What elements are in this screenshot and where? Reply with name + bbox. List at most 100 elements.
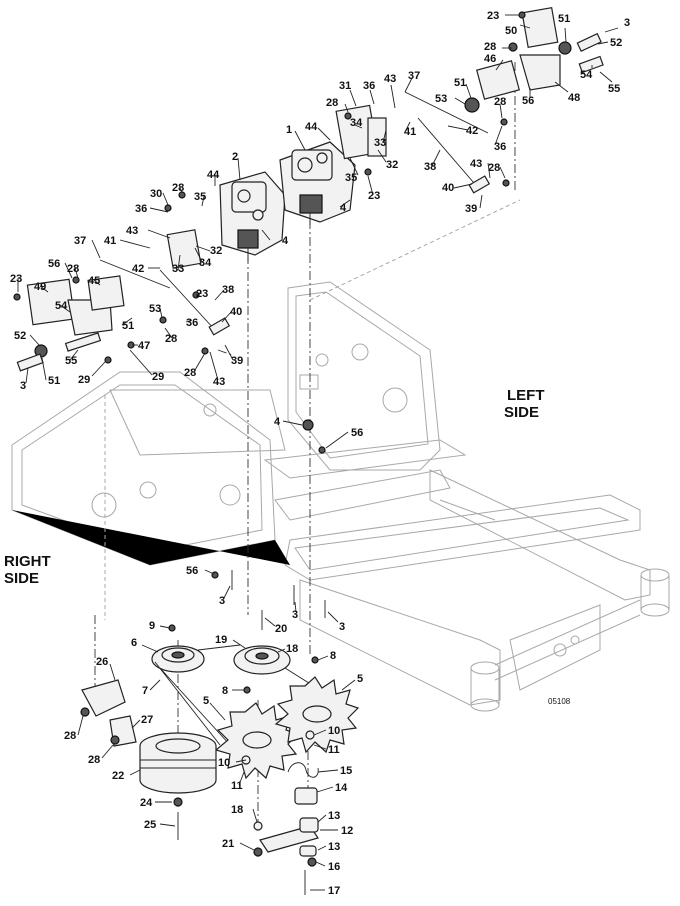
callout-number: 19: [215, 634, 227, 646]
callout-number: 34: [350, 117, 363, 129]
callout-number: 5: [203, 695, 209, 707]
callout-number: 9: [149, 620, 155, 632]
callout-number: 43: [384, 73, 396, 85]
callout-number: 27: [141, 714, 153, 726]
callout-number: 25: [144, 819, 156, 831]
callout-number: 4: [340, 202, 347, 214]
callout-number: 55: [65, 355, 77, 367]
callout-number: 35: [345, 172, 357, 184]
callout-number: 28: [488, 162, 500, 174]
callout-number: 28: [88, 754, 100, 766]
figure-number: 05108: [548, 697, 571, 706]
callout-number: 15: [340, 765, 352, 777]
callout-number: 1: [286, 124, 292, 136]
callout-number: 8: [222, 685, 228, 697]
leader-lines: [17, 14, 619, 891]
callout-number: 28: [67, 263, 79, 275]
callout-number: 3: [20, 380, 26, 392]
callout-number: 20: [275, 623, 287, 635]
callout-number: 45: [88, 275, 100, 287]
callout-number: 28: [172, 182, 184, 194]
callout-number: 3: [624, 17, 630, 29]
callout-number: 52: [610, 37, 622, 49]
callout-number: 40: [442, 182, 454, 194]
callout-number: 31: [339, 80, 351, 92]
callout-number: 50: [505, 25, 517, 37]
callout-number: 3: [292, 609, 298, 621]
callout-number: 28: [64, 730, 76, 742]
callout-number: 56: [48, 258, 60, 270]
callout-number: 28: [184, 367, 196, 379]
callout-number: 46: [484, 53, 496, 65]
callout-number: 4: [282, 235, 289, 247]
callout-number: 39: [465, 203, 477, 215]
callout-number: 36: [186, 317, 198, 329]
callout-number: 14: [335, 782, 348, 794]
callout-number: 41: [404, 126, 416, 138]
callout-number: 6: [131, 637, 137, 649]
callout-number: 12: [341, 825, 353, 837]
callout-number: 32: [386, 159, 398, 171]
callout-number: 51: [558, 13, 570, 25]
callout-number: 48: [568, 92, 580, 104]
callout-number: 16: [328, 861, 340, 873]
callout-number: 28: [165, 333, 177, 345]
callout-number: 51: [454, 77, 466, 89]
callout-number: 23: [487, 10, 499, 22]
callout-number: 41: [104, 235, 116, 247]
callout-number: 47: [138, 340, 150, 352]
callout-number: 24: [140, 797, 153, 809]
callout-number: 4: [274, 416, 281, 428]
callout-number: 34: [199, 257, 212, 269]
callout-number: 22: [112, 770, 124, 782]
hardware: [13, 11, 526, 364]
right-side-label: RIGHT: [4, 553, 51, 570]
callout-number: 18: [231, 804, 243, 816]
callout-number: 43: [126, 225, 138, 237]
callout-number: 44: [207, 169, 220, 181]
callout-number: 11: [328, 744, 340, 756]
callout-number: 36: [494, 141, 506, 153]
callout-number: 53: [435, 93, 447, 105]
callout-number: 54: [55, 300, 68, 312]
left-side-label: SIDE: [504, 404, 539, 421]
callout-number: 18: [286, 643, 298, 655]
callout-number: 11: [231, 780, 243, 792]
callout-number: 17: [328, 885, 340, 897]
callout-number: 23: [196, 288, 208, 300]
callout-number: 43: [213, 376, 225, 388]
callout-number: 56: [522, 95, 534, 107]
callout-number: 23: [368, 190, 380, 202]
callout-number: 8: [330, 650, 336, 662]
callout-number: 21: [222, 838, 234, 850]
callout-number: 39: [231, 355, 243, 367]
callout-number: 10: [328, 725, 340, 737]
callout-number: 33: [172, 263, 184, 275]
callout-number: 56: [186, 565, 198, 577]
callout-number: 43: [470, 158, 482, 170]
drive-components: [80, 419, 360, 895]
control-linkage-right: [16, 229, 231, 372]
callout-number: 5: [357, 673, 363, 685]
callout-numbers: 23 50 51 3 52 28 46 54 55 37 51 48 53 56…: [10, 10, 630, 897]
callout-number: 3: [219, 595, 225, 607]
right-side-label: SIDE: [4, 570, 39, 587]
callout-number: 7: [142, 685, 148, 697]
callout-number: 37: [408, 70, 420, 82]
callout-number: 38: [424, 161, 436, 173]
callout-number: 35: [194, 191, 206, 203]
callout-number: 42: [132, 263, 144, 275]
callout-number: 56: [351, 427, 363, 439]
callout-number: 23: [10, 273, 22, 285]
callout-number: 13: [328, 810, 340, 822]
callout-number: 52: [14, 330, 26, 342]
callout-number: 10: [218, 757, 230, 769]
callout-number: 38: [222, 284, 234, 296]
left-side-label: LEFT: [507, 387, 545, 404]
mower-frame: [11, 199, 670, 712]
callout-number: 42: [466, 125, 478, 137]
callout-number: 28: [326, 97, 338, 109]
callout-number: 30: [150, 188, 162, 200]
callout-number: 28: [484, 41, 496, 53]
